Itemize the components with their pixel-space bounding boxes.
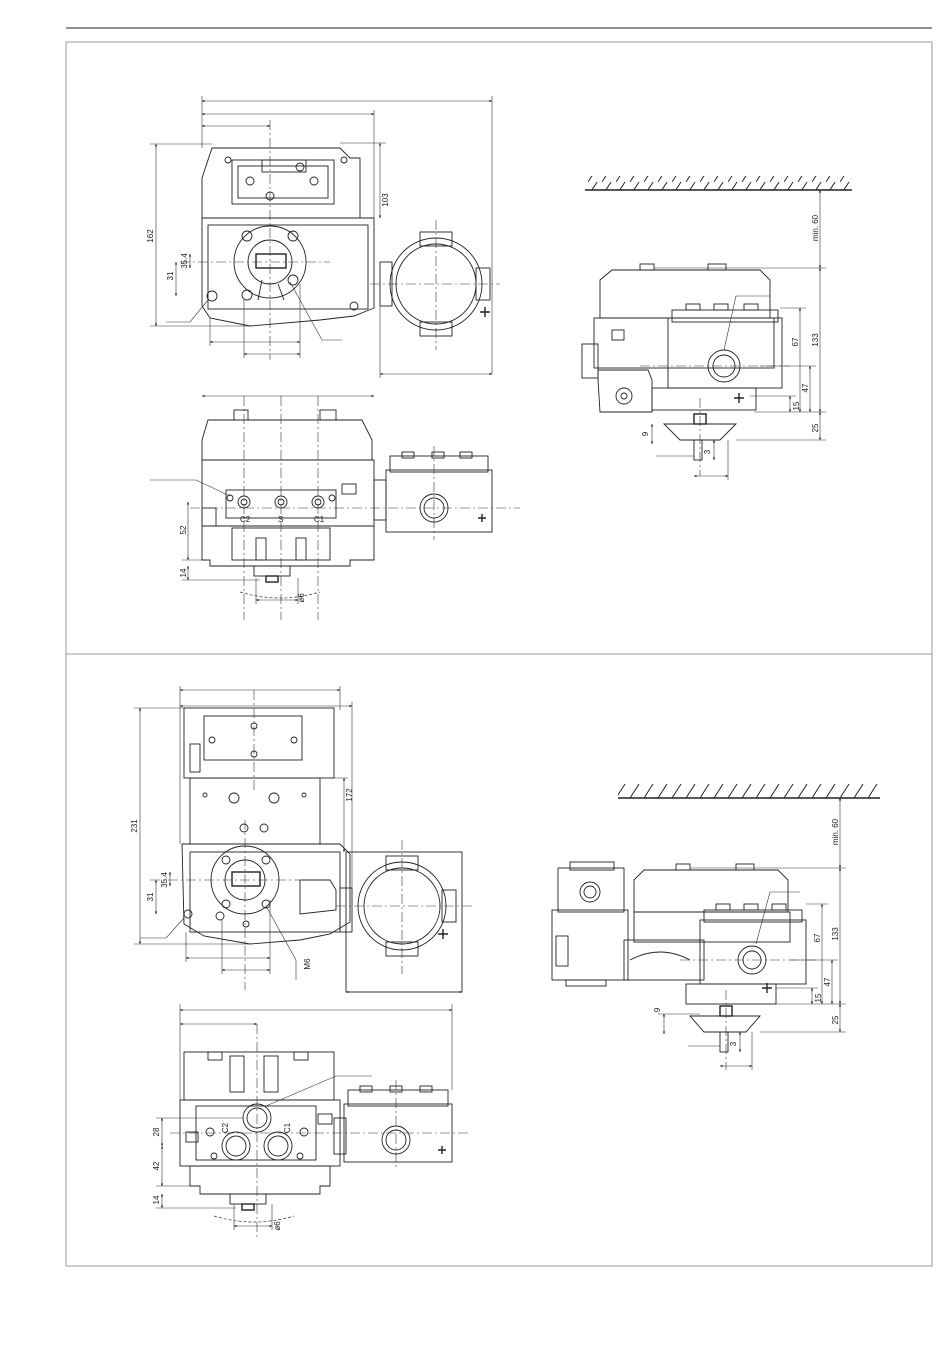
bottom-front-dim-231: 231 [130, 819, 139, 833]
bottom-side-dim-67: 67 [813, 933, 822, 942]
top-panel-frame [66, 42, 932, 654]
top-side-dim-min60: min. 60 [811, 214, 820, 241]
bottom-bottom-view: C2 C1 28 42 14 ø6 [152, 1004, 470, 1240]
bottom-bottom-dim-6: ø6 [273, 1221, 282, 1231]
top-front-dim-35-4: 35.4 [180, 253, 189, 269]
top-front-view: 162 103 35.4 31 [146, 96, 500, 378]
top-front-dim-103: 103 [381, 193, 390, 207]
top-port-c1: C1 [314, 515, 325, 524]
bottom-front-dim-31: 31 [146, 892, 155, 901]
bottom-bottom-dim-42: 42 [152, 1161, 161, 1170]
bottom-side-view: min. 60 133 67 47 15 25 9 3 [552, 784, 880, 1070]
bottom-side-dim-15: 15 [814, 993, 823, 1002]
top-side-dim-67: 67 [791, 337, 800, 346]
top-bottom-view: C2 S C1 52 14 ø6 [150, 396, 520, 620]
bottom-side-dim-min60: min. 60 [831, 818, 840, 845]
top-bottom-dim-14: 14 [179, 568, 188, 577]
top-side-dim-133: 133 [811, 333, 820, 347]
bottom-front-view: 231 172 35.4 31 M6 [130, 686, 472, 992]
top-side-view: min. 60 133 67 47 15 25 9 3 [582, 176, 852, 480]
bottom-front-dim-172: 172 [345, 788, 354, 802]
top-side-dim-9: 9 [641, 431, 650, 436]
bottom-port-c2: C2 [221, 1122, 230, 1133]
top-bottom-dim-52: 52 [179, 525, 188, 534]
top-front-dim-31: 31 [166, 271, 175, 280]
top-port-s: S [278, 515, 283, 524]
bottom-bottom-dim-14: 14 [152, 1195, 161, 1204]
bottom-front-label-m6: M6 [303, 958, 312, 970]
top-side-dim-15: 15 [792, 401, 801, 410]
bottom-front-dim-35-4: 35.4 [160, 872, 169, 888]
top-side-dim-3: 3 [703, 449, 712, 454]
top-port-c2: C2 [240, 515, 251, 524]
top-front-dim-162: 162 [146, 229, 155, 243]
top-side-dim-25: 25 [811, 423, 820, 432]
bottom-side-dim-47: 47 [823, 977, 832, 986]
bottom-side-dim-133: 133 [831, 927, 840, 941]
bottom-bottom-dim-28: 28 [152, 1127, 161, 1136]
top-bottom-dim-6: ø6 [297, 593, 306, 603]
bottom-port-c1: C1 [283, 1122, 292, 1133]
top-side-dim-47: 47 [801, 383, 810, 392]
bottom-side-dim-9: 9 [653, 1007, 662, 1012]
bottom-side-dim-3: 3 [729, 1041, 738, 1046]
bottom-side-dim-25: 25 [831, 1015, 840, 1024]
